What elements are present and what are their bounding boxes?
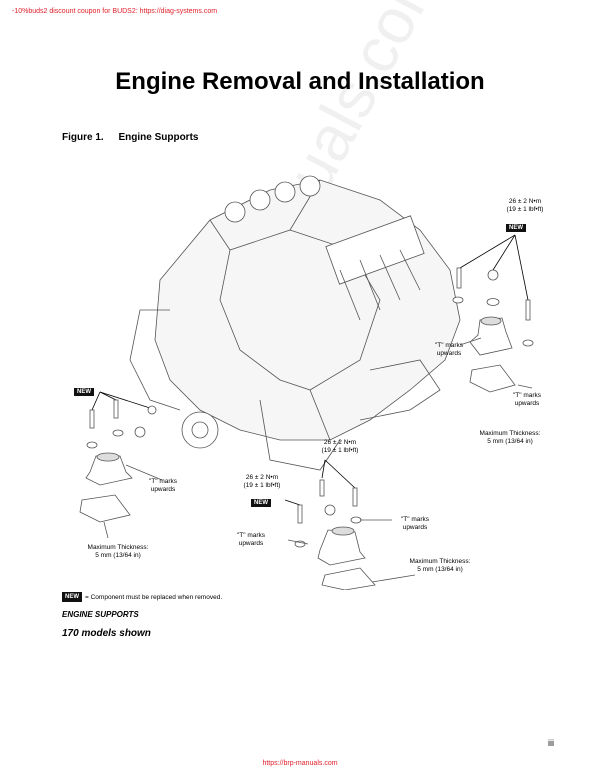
torque-callout-center-left: 26 ± 2 N•m(19 ± 1 lbf•ft) bbox=[243, 474, 281, 489]
max-thickness-callout-left: Maximum Thickness:5 mm (13/64 in) bbox=[87, 544, 149, 559]
new-badge-center: NEW bbox=[251, 491, 271, 509]
page-number: iii bbox=[548, 738, 554, 748]
engine-block-drawing bbox=[129, 175, 461, 471]
right-support-drawing bbox=[452, 234, 534, 393]
max-thickness-callout-center: Maximum Thickness:5 mm (13/64 in) bbox=[409, 558, 471, 573]
torque-value: 26 ± 2 N•m bbox=[508, 198, 542, 205]
models-shown-note: 170 models shown bbox=[62, 628, 151, 639]
legend-new-badge: NEW bbox=[62, 592, 82, 602]
torque-callout-right: 26 ± 2 N•m (19 ± 1 lbf•ft) bbox=[495, 198, 555, 213]
promo-link[interactable]: -10%buds2 discount coupon for BUDS2: htt… bbox=[12, 8, 218, 15]
center-support-drawing bbox=[284, 459, 416, 590]
footer-link[interactable]: https://brp-manuals.com bbox=[262, 760, 338, 767]
torque-callout-center-top: 26 ± 2 N•m(19 ± 1 lbf•ft) bbox=[321, 439, 359, 454]
page-title: Engine Removal and Installation bbox=[115, 68, 485, 95]
legend: NEW = Component must be replaced when re… bbox=[62, 592, 222, 602]
figure-name: Engine Supports bbox=[118, 132, 199, 143]
figure-caption: Figure 1. Engine Supports bbox=[62, 132, 198, 143]
max-thickness-callout-right: Maximum Thickness:5 mm (13/64 in) bbox=[479, 430, 541, 445]
legend-text: = Component must be replaced when remove… bbox=[85, 593, 223, 601]
torque-value-imperial: (19 ± 1 lbf•ft) bbox=[506, 205, 544, 213]
engine-supports-illustration bbox=[79, 175, 534, 590]
figure-subcaption: ENGINE SUPPORTS bbox=[62, 610, 139, 619]
left-support-drawing bbox=[79, 391, 163, 539]
figure-number: Figure 1. bbox=[62, 132, 104, 143]
new-badge-right: NEW bbox=[506, 216, 526, 234]
new-badge-left: NEW bbox=[74, 380, 94, 398]
